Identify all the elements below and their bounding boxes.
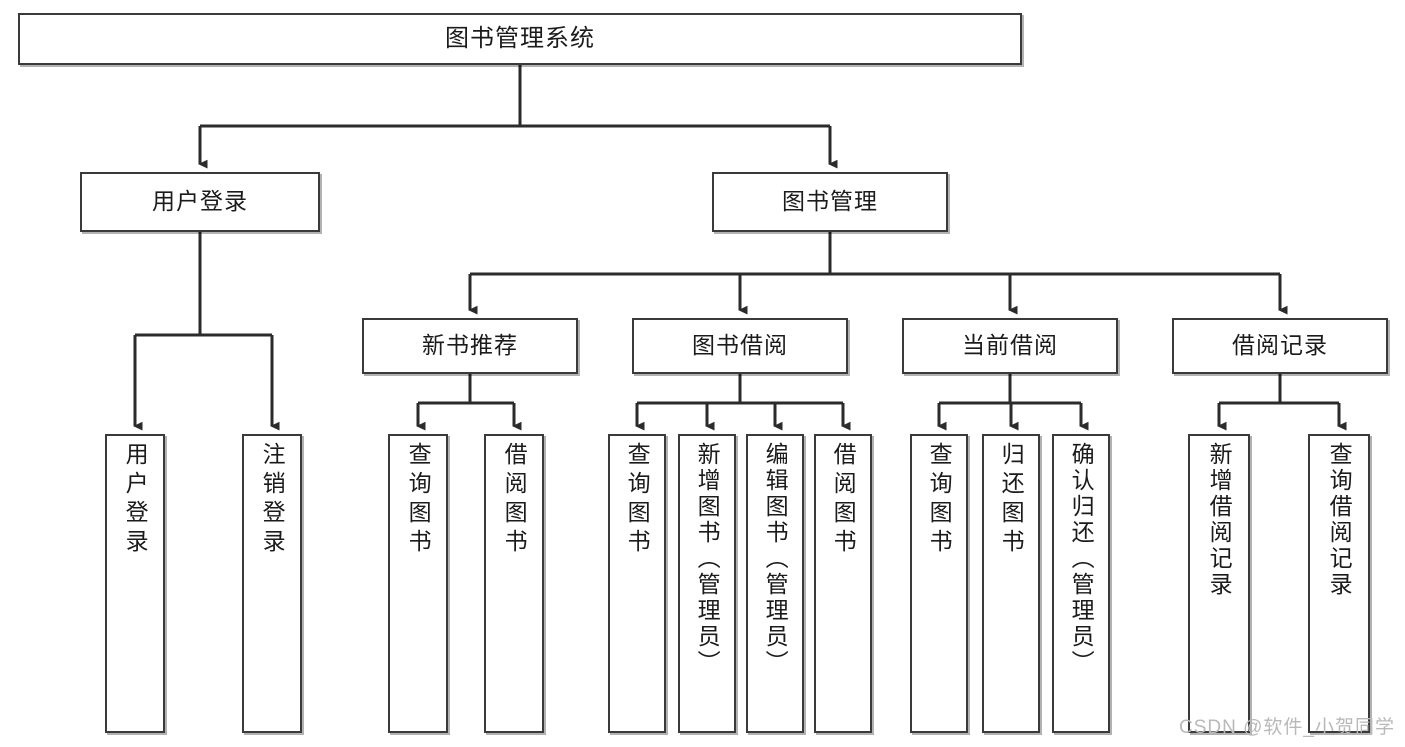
node-book-borrow[interactable]: 图书借阅 [632, 318, 848, 374]
node-new-book-recommend[interactable]: 新书推荐 [362, 318, 578, 374]
node-label: 图书管理系统 [445, 24, 595, 52]
node-label: 查询图书 [405, 442, 432, 558]
node-label: 图书管理 [782, 188, 878, 215]
node-label: 编辑图书（管理员） [762, 442, 789, 676]
leaf-query-book-current[interactable]: 查询图书 [910, 434, 968, 733]
node-root-system[interactable]: 图书管理系统 [18, 13, 1022, 65]
leaf-query-borrow-record[interactable]: 查询借阅记录 [1308, 434, 1370, 733]
leaf-query-book-newbook[interactable]: 查询图书 [388, 434, 448, 733]
node-label: 新增借阅记录 [1206, 442, 1233, 598]
node-borrow-record[interactable]: 借阅记录 [1172, 318, 1388, 374]
node-label: 当前借阅 [962, 332, 1058, 359]
leaf-confirm-return-admin[interactable]: 确认归还（管理员） [1052, 434, 1110, 733]
node-label: 查询图书 [926, 442, 953, 558]
node-user-login[interactable]: 用户登录 [80, 172, 320, 232]
node-label: 查询借阅记录 [1326, 442, 1353, 598]
leaf-return-book[interactable]: 归还图书 [982, 434, 1040, 733]
node-label: 确认归还（管理员） [1068, 442, 1095, 676]
node-label: 查询图书 [624, 442, 651, 558]
leaf-logout[interactable]: 注销登录 [242, 434, 302, 733]
node-label: 用户登录 [152, 188, 248, 215]
leaf-user-login[interactable]: 用户登录 [105, 434, 165, 733]
node-label: 借阅图书 [830, 442, 857, 558]
leaf-borrow-book[interactable]: 借阅图书 [814, 434, 872, 733]
leaf-add-borrow-record[interactable]: 新增借阅记录 [1188, 434, 1250, 733]
node-label: 借阅记录 [1232, 332, 1328, 359]
node-label: 新书推荐 [422, 332, 518, 359]
node-label: 注销登录 [259, 442, 286, 558]
node-label: 用户登录 [122, 442, 149, 558]
leaf-query-book-borrow[interactable]: 查询图书 [608, 434, 666, 733]
node-book-management[interactable]: 图书管理 [712, 172, 948, 232]
leaf-edit-book-admin[interactable]: 编辑图书（管理员） [746, 434, 804, 733]
node-label: 新增图书（管理员） [694, 442, 721, 676]
csdn-watermark: CSDN @软件_小贺同学 [1179, 717, 1395, 738]
node-label: 归还图书 [998, 442, 1025, 558]
leaf-add-book-admin[interactable]: 新增图书（管理员） [678, 434, 736, 733]
node-label: 借阅图书 [501, 442, 528, 558]
node-current-borrow[interactable]: 当前借阅 [902, 318, 1118, 374]
leaf-borrow-book-newbook[interactable]: 借阅图书 [484, 434, 544, 733]
node-label: 图书借阅 [692, 332, 788, 359]
